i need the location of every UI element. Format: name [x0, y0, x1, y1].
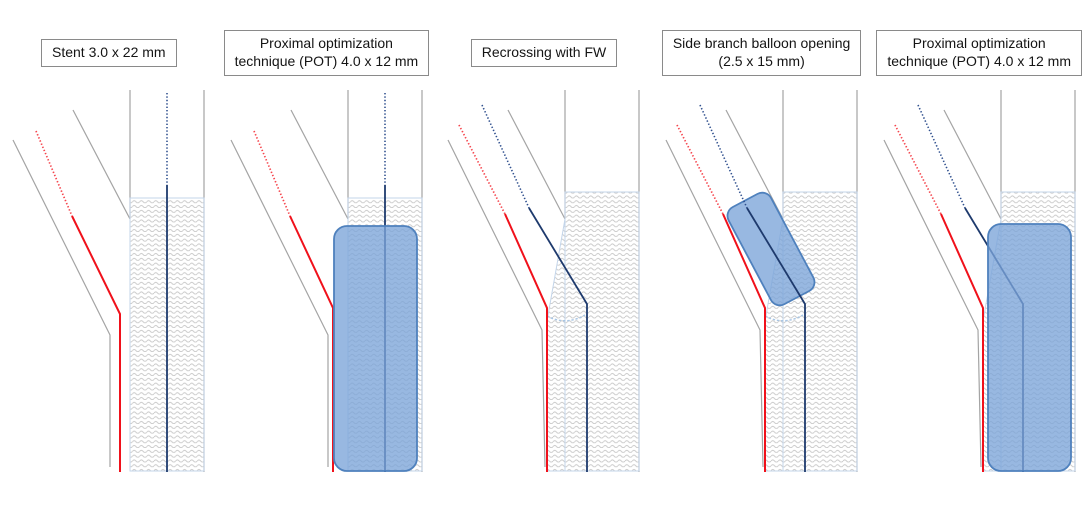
- step-label-line: Proximal optimization: [912, 35, 1046, 52]
- balloon: [986, 223, 1072, 472]
- vessel-wall: [665, 139, 764, 468]
- side-branch-wire: [722, 213, 767, 472]
- vessel-wall: [290, 109, 349, 220]
- vessel-wall: [943, 109, 1002, 220]
- step-label-box: Side branch balloon opening(2.5 x 15 mm): [661, 30, 862, 76]
- step-label-line: Recrossing with FW: [481, 44, 607, 61]
- side-branch-wire: [288, 215, 334, 472]
- vessel-wall: [230, 139, 329, 467]
- step-label-box: Recrossing with FW: [470, 39, 618, 67]
- vessel-diagram: [665, 90, 858, 472]
- panel-step-3: Recrossing with FW: [435, 0, 653, 506]
- main-branch-wire-dotted: [916, 104, 966, 209]
- step-label-zone: Side branch balloon opening(2.5 x 15 mm): [653, 24, 871, 82]
- vessel-wall: [447, 139, 547, 468]
- vessel-diagram: [883, 90, 1076, 472]
- main-branch-wire: [528, 207, 589, 472]
- stent-mesh: [546, 191, 640, 472]
- side-branch-wire: [504, 213, 549, 472]
- side-branch-wire-dotted: [676, 124, 724, 215]
- step-label-zone: Recrossing with FW: [435, 24, 653, 82]
- step-label-line: Side branch balloon opening: [672, 35, 851, 52]
- vessel-diagram: [12, 90, 205, 472]
- step-label-line: Stent 3.0 x 22 mm: [51, 44, 166, 61]
- vessel-wall: [72, 109, 131, 220]
- side-branch-wire: [939, 213, 984, 472]
- step-label-line: technique (POT) 4.0 x 12 mm: [887, 53, 1072, 69]
- side-branch-wire-dotted: [253, 130, 291, 217]
- panel-step-1: Stent 3.0 x 22 mm: [0, 0, 218, 506]
- panel-step-4: Side branch balloon opening(2.5 x 15 mm): [653, 0, 871, 506]
- main-branch-wire: [746, 207, 806, 472]
- vessel-wall: [12, 139, 111, 467]
- step-label-line: (2.5 x 15 mm): [718, 53, 805, 69]
- side-branch-wire-dotted: [35, 130, 74, 217]
- vessel-diagram: [447, 90, 641, 472]
- side-branch-wire-dotted: [893, 124, 942, 215]
- step-label-line: technique (POT) 4.0 x 12 mm: [234, 53, 419, 69]
- side-branch-wire-dotted: [458, 124, 507, 215]
- step-label-box: Stent 3.0 x 22 mm: [40, 39, 177, 67]
- step-label-line: Proximal optimization: [259, 35, 393, 52]
- main-branch-wire-dotted: [481, 104, 531, 209]
- step-label-zone: Stent 3.0 x 22 mm: [0, 24, 218, 82]
- vessel-wall: [507, 109, 567, 220]
- balloon: [332, 225, 418, 472]
- vessel-wall: [883, 139, 982, 468]
- vessel-diagram: [230, 90, 423, 472]
- side-branch-wire: [71, 215, 122, 472]
- main-branch-wire-dotted: [699, 104, 748, 209]
